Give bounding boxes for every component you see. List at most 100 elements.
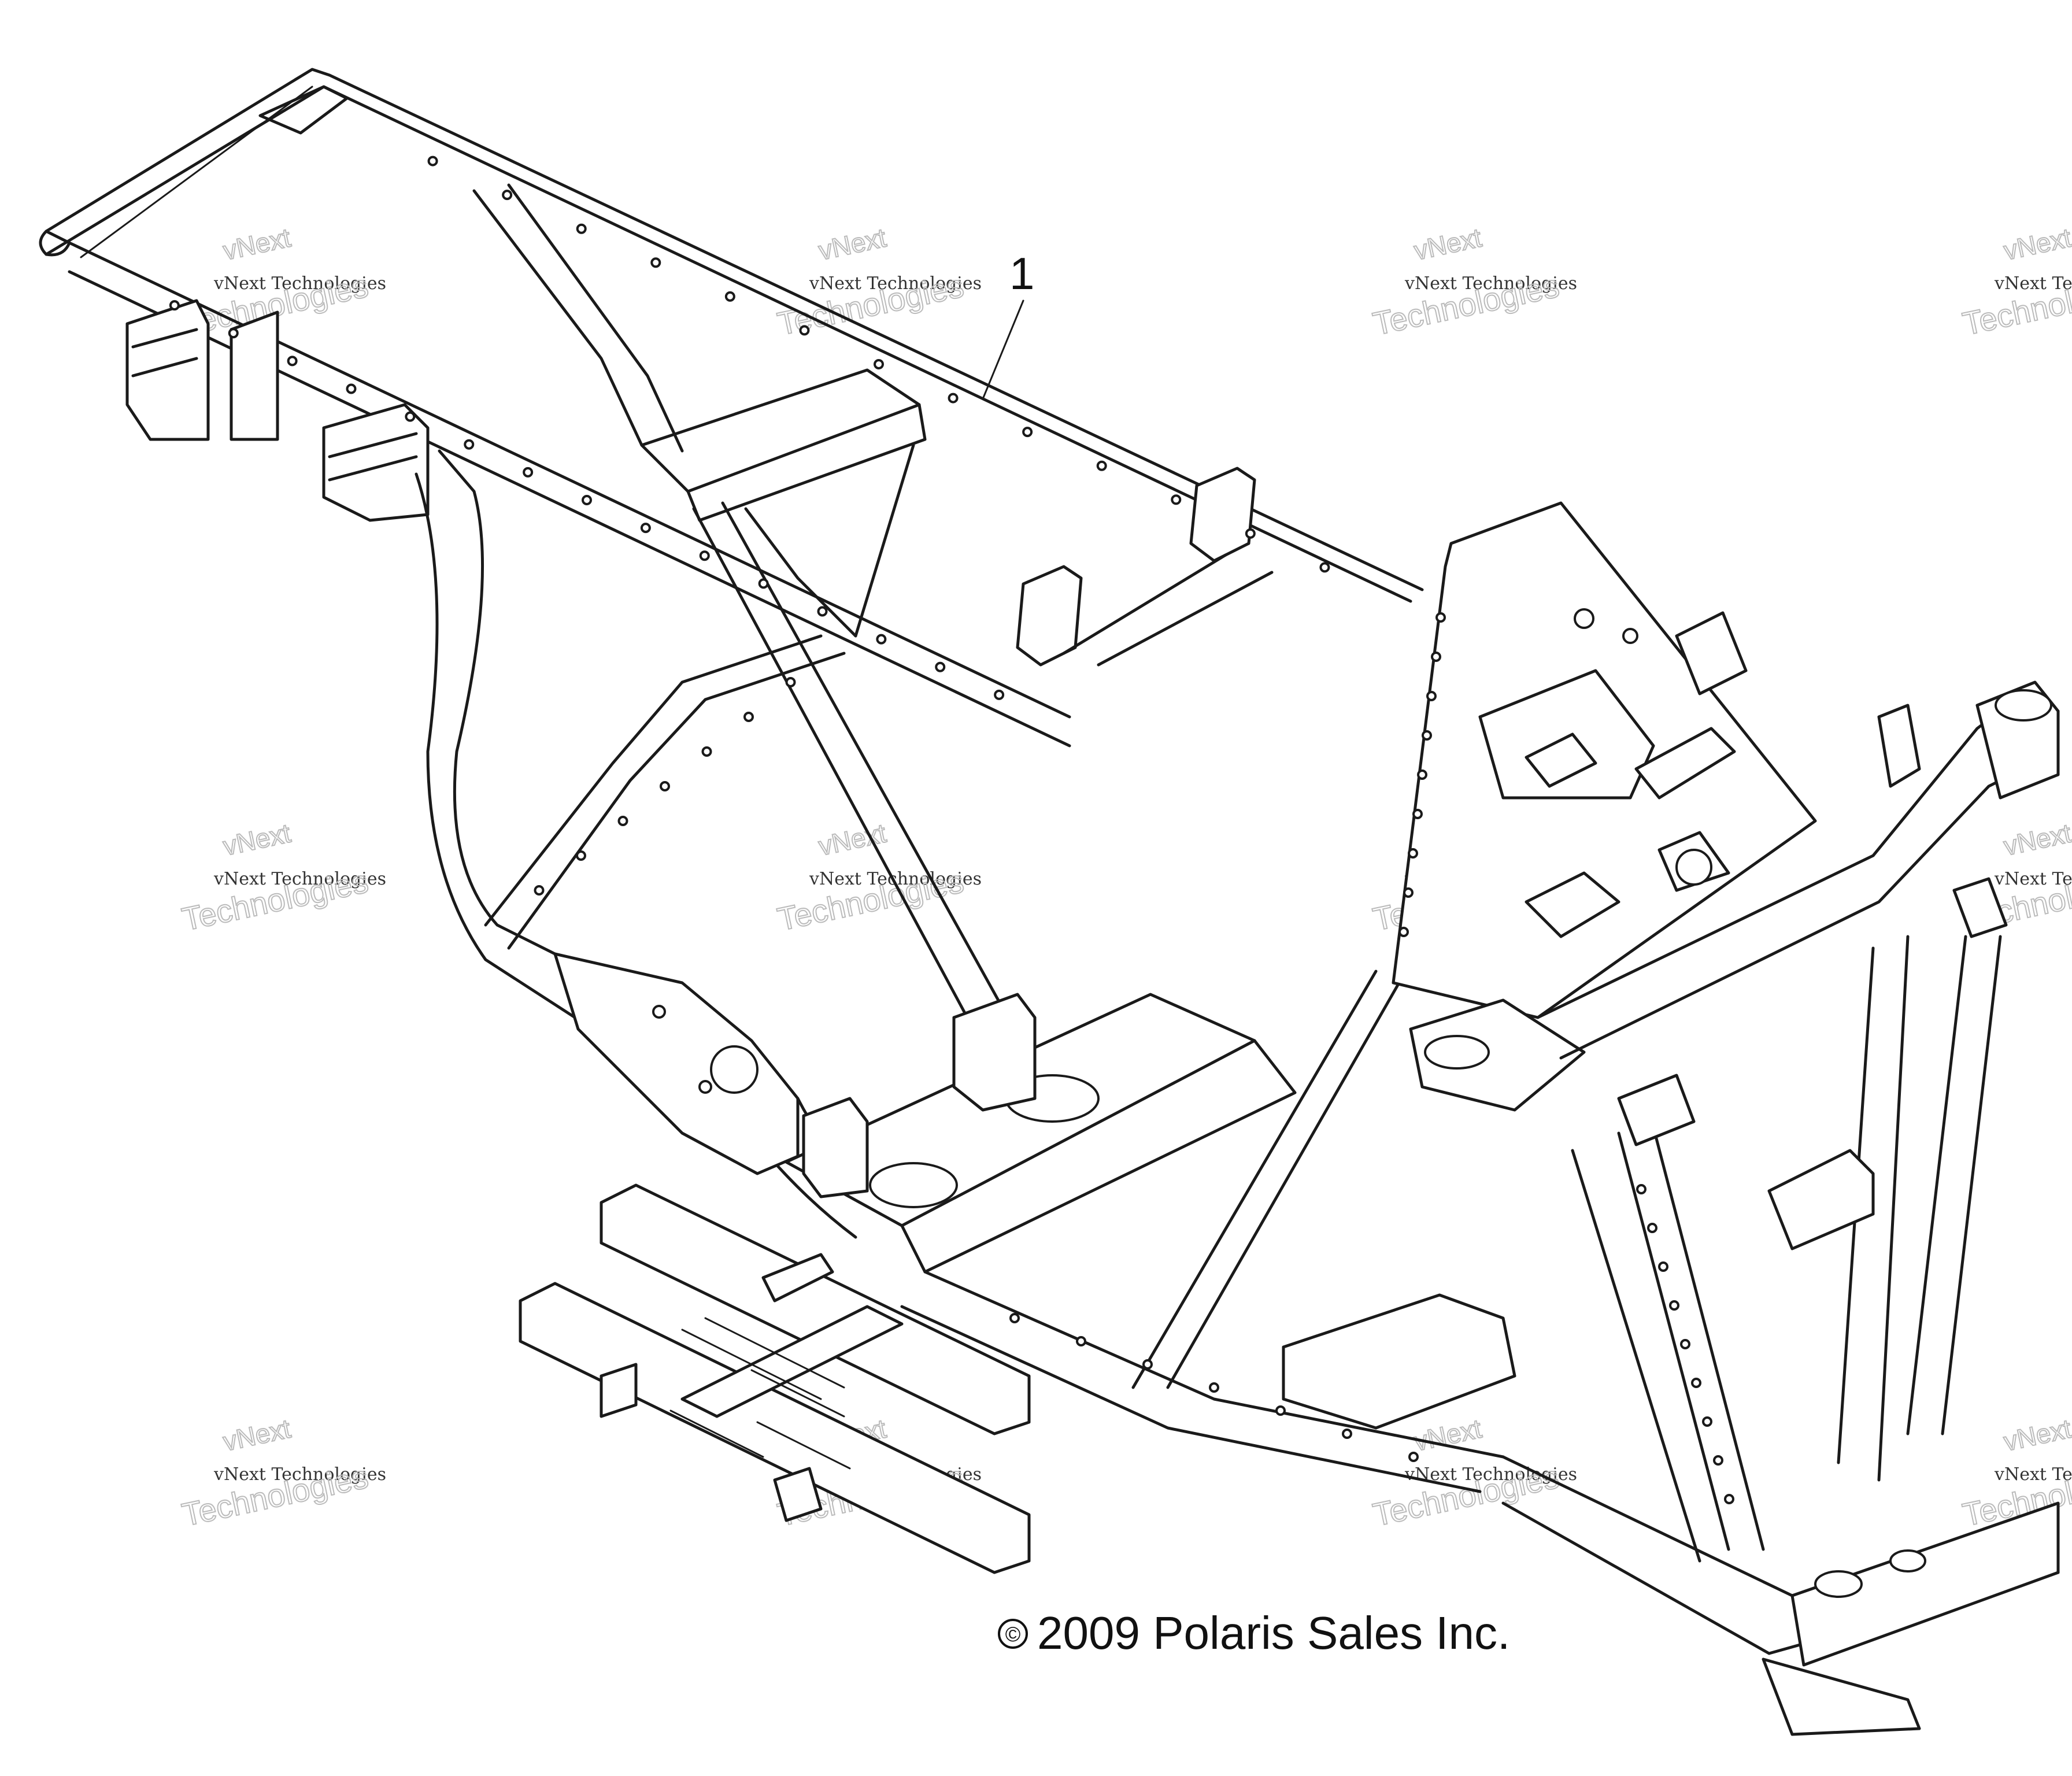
rail-hole: [1647, 1223, 1657, 1233]
rail-hole: [1342, 1429, 1352, 1439]
front-bottom-frame: [1282, 1293, 2060, 1736]
rail-hole: [346, 383, 357, 394]
watermark-top: vNext: [2001, 817, 2072, 861]
rail-hole: [1417, 769, 1427, 780]
watermark-top: vNext: [220, 222, 293, 265]
left-side-loop: [415, 449, 869, 1239]
watermark-top: vNext: [816, 817, 889, 861]
rail-hole: [287, 356, 298, 367]
callout-leader-line: [982, 299, 1024, 400]
rail-hole: [817, 606, 828, 617]
rail-hole: [576, 850, 586, 861]
watermark-small: vNext Technologies: [213, 869, 386, 889]
watermark-small: vNext Technologies: [1994, 273, 2072, 294]
copyright-circle-icon: [998, 1619, 1028, 1649]
rail-hole: [948, 393, 959, 404]
part-callout: 1: [982, 248, 1034, 400]
rail-hole: [534, 885, 545, 896]
copyright-symbol: ©: [1005, 1622, 1021, 1646]
rail-hole: [701, 746, 712, 757]
rail-hole: [1245, 528, 1256, 539]
rail-hole: [994, 689, 1005, 700]
rail-hole: [1724, 1494, 1734, 1504]
watermark-top: vNext: [2001, 1413, 2072, 1456]
rail-hole: [660, 781, 670, 791]
rail-hole: [523, 467, 534, 478]
rail-hole: [1076, 1336, 1086, 1346]
watermark-small: vNext Technologies: [1404, 273, 1577, 294]
rail-hole: [1435, 612, 1446, 623]
rail-hole: [427, 156, 438, 166]
rail-hole: [1426, 691, 1437, 701]
rail-hole: [935, 661, 946, 672]
rail-hole: [1412, 809, 1423, 819]
rail-hole: [1209, 1382, 1219, 1393]
watermark-small: vNext Technologies: [809, 273, 982, 294]
rail-hole: [758, 578, 769, 589]
front-legs: [1571, 877, 2008, 1563]
rail-hole: [1009, 1313, 1020, 1323]
rail-hole: [1022, 427, 1033, 438]
watermark-top: vNext: [2001, 222, 2072, 265]
center-floor: [785, 970, 1505, 1493]
rail-hole: [1319, 562, 1330, 573]
rail-hole: [1408, 1452, 1419, 1462]
rail-hole: [650, 257, 661, 268]
rail-holes: [169, 156, 1734, 1504]
watermark-top: vNext: [1411, 222, 1484, 265]
rail-hole: [640, 523, 651, 534]
rail-hole: [1702, 1416, 1712, 1427]
rail-hole: [582, 495, 592, 505]
rail-hole: [576, 223, 587, 234]
rail-hole: [799, 325, 810, 336]
watermark-small: vNext Technologies: [213, 1464, 386, 1485]
rail-hole: [874, 359, 884, 369]
rear-hitch-brackets: [125, 299, 430, 522]
rail-hole: [1398, 927, 1409, 937]
watermark-top: vNext: [816, 222, 889, 265]
rail-hole: [464, 439, 475, 450]
rail-hole: [1142, 1359, 1153, 1370]
rail-hole: [1096, 460, 1107, 471]
rail-hole: [1408, 848, 1418, 859]
rail-hole: [1636, 1184, 1646, 1194]
watermark-small: vNext Technologies: [1994, 869, 2072, 889]
rail-hole: [743, 712, 754, 722]
rail-hole: [724, 291, 735, 302]
rail-hole: [1658, 1261, 1668, 1272]
rail-hole: [1275, 1405, 1286, 1416]
callout-number: 1: [1009, 248, 1034, 299]
copyright-text: 2009 Polaris Sales Inc.: [1037, 1607, 1510, 1659]
rail-hole: [785, 677, 796, 687]
rear-lower-crossmembers: [519, 1183, 1031, 1574]
rail-hole: [1691, 1378, 1701, 1388]
rail-hole: [228, 328, 239, 339]
rail-hole: [1171, 494, 1182, 505]
rail-hole: [1680, 1339, 1690, 1349]
rail-hole: [1431, 652, 1441, 662]
rail-hole: [876, 634, 887, 645]
rail-hole: [1403, 887, 1414, 898]
rail-hole: [169, 300, 180, 311]
rail-hole: [1422, 730, 1432, 741]
rail-hole: [1713, 1455, 1723, 1466]
rail-hole: [405, 411, 416, 422]
watermark-small: vNext Technologies: [213, 273, 386, 294]
rail-hole: [502, 190, 513, 201]
watermark-top: vNext: [220, 1413, 293, 1456]
rail-hole: [1669, 1300, 1679, 1311]
front-mount-plate: [1392, 501, 2060, 1112]
rail-hole: [617, 816, 628, 826]
watermark-small: vNext Technologies: [1994, 1464, 2072, 1485]
